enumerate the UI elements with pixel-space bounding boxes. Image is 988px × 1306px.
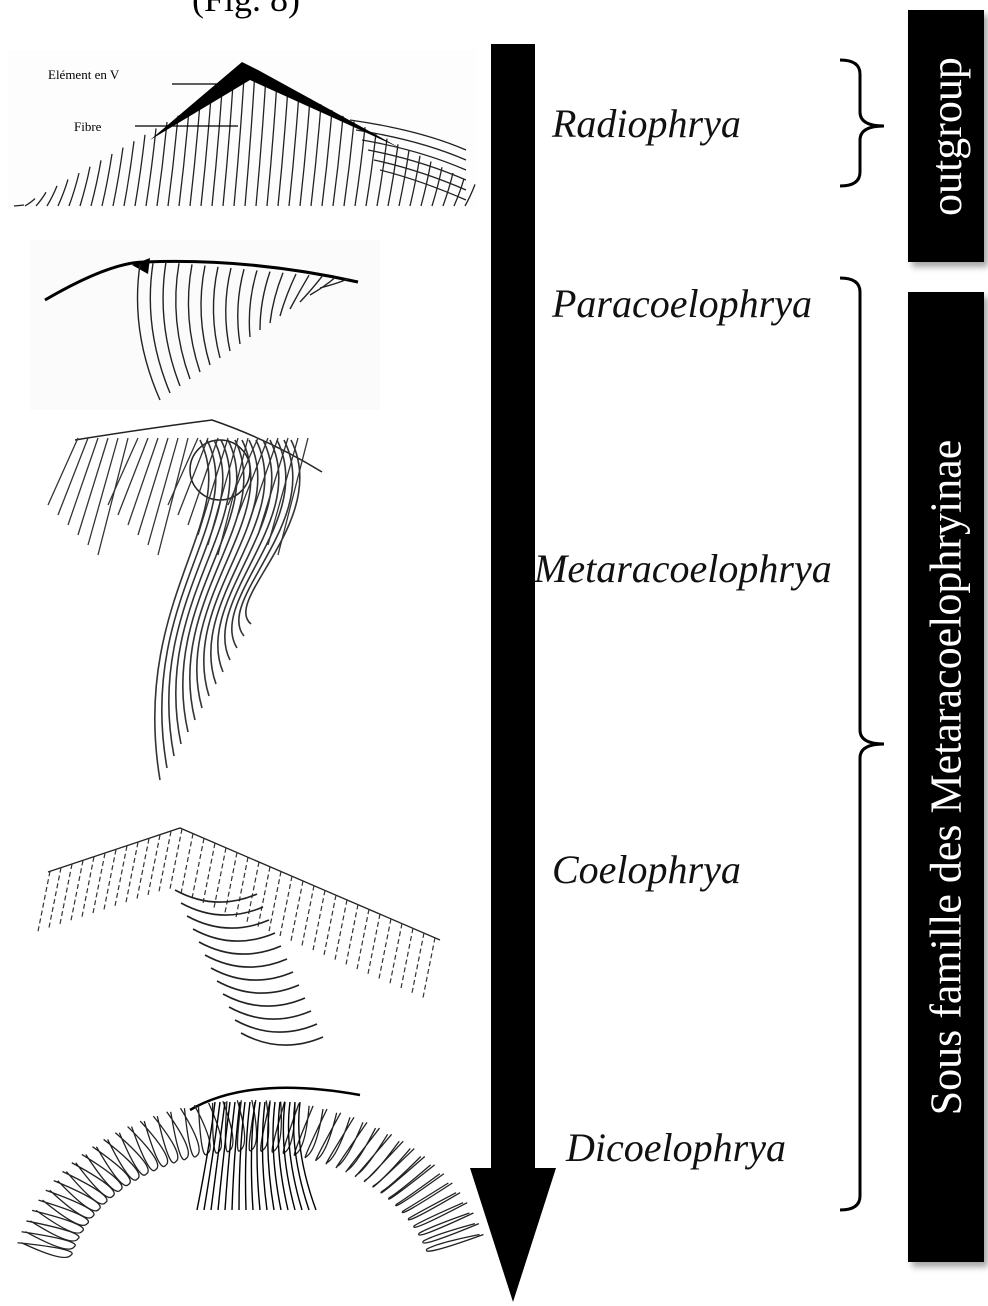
subfamily-label: Sous famille des Metaracoelophryinae [921,439,972,1115]
subfamily-bracket [840,278,884,1210]
paracoelophrya-drawing [30,240,380,410]
outgroup-bracket [840,60,884,186]
outgroup-label: outgroup [921,57,972,216]
taxon-label-metaracoelophrya: Metaracoelophrya [534,545,832,592]
taxon-label-coelophrya: Coelophrya [552,846,741,893]
outgroup-box: outgroup [908,10,984,262]
evolution-arrow [470,44,556,1302]
metaracoelophrya-drawing [48,420,322,780]
v-element-label: Elément en V [48,67,120,82]
subfamily-box: Sous famille des Metaracoelophryinae [908,292,984,1262]
coelophrya-drawing [38,828,440,1045]
dicoelophrya-drawing [18,1088,484,1258]
taxon-label-paracoelophrya: Paracoelophrya [552,280,812,327]
taxon-label-radiophrya: Radiophrya [552,100,741,147]
radiophrya-drawing: Elément en V Fibre [8,50,476,210]
taxon-label-dicoelophrya: Dicoelophrya [566,1124,786,1171]
fibre-label: Fibre [74,119,102,134]
